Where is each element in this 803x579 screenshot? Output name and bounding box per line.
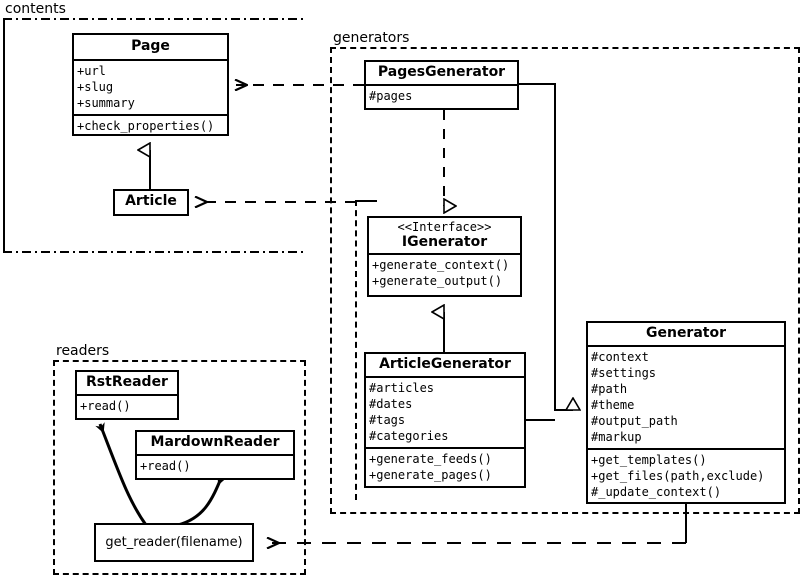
attribute-row: #settings (591, 365, 657, 380)
class-igenerator-methods: +generate_context() +generate_output() (369, 253, 520, 292)
class-articlegenerator-title: ArticleGenerator (379, 356, 511, 372)
class-igenerator-stereotype: <<Interface>> (397, 220, 492, 234)
method-row: +read() (80, 398, 131, 413)
class-article-title: Article (125, 193, 177, 209)
class-rstreader-title: RstReader (86, 374, 168, 390)
class-pagesgenerator-title: PagesGenerator (377, 64, 506, 80)
attribute-row: #articles (369, 380, 435, 395)
class-igenerator[interactable]: <<Interface>> IGenerator +generate_conte… (367, 216, 522, 297)
method-row: #_update_context() (591, 484, 722, 499)
attribute-row: #dates (369, 396, 413, 411)
method-row: +get_templates() (591, 452, 707, 467)
function-get-reader[interactable]: get_reader(filename) (94, 523, 254, 562)
attribute-row: +slug (77, 79, 114, 94)
attribute-row: #pages (369, 88, 413, 103)
class-mardownreader[interactable]: MardownReader +read() (135, 430, 295, 480)
method-row: +generate_feeds() (369, 451, 492, 466)
generators-inner-region (355, 200, 655, 500)
method-row: +read() (140, 458, 191, 473)
class-article[interactable]: Article (113, 189, 189, 216)
class-pagesgenerator-attributes: #pages (366, 83, 517, 107)
class-articlegenerator[interactable]: ArticleGenerator #articles #dates #tags … (364, 352, 526, 488)
class-igenerator-title: <<Interface>> IGenerator (369, 218, 520, 253)
method-row: +get_files(path,exclude) (591, 468, 765, 483)
method-row: +generate_output() (372, 274, 503, 289)
attribute-row: +url (77, 63, 106, 78)
attribute-row: #output_path (591, 413, 678, 428)
class-page[interactable]: Page +url +slug +summary +check_properti… (72, 33, 229, 136)
class-page-title: Page (131, 38, 170, 54)
method-row: +generate_context() (372, 258, 510, 273)
attribute-row: #tags (369, 412, 406, 427)
class-page-attributes: +url +slug +summary (74, 58, 227, 114)
attribute-row: #context (591, 349, 649, 364)
class-page-methods: +check_properties() (74, 113, 227, 137)
package-generators (330, 47, 800, 514)
attribute-row: #markup (591, 429, 642, 444)
class-igenerator-name: IGenerator (401, 233, 488, 250)
attribute-row: #theme (591, 397, 635, 412)
class-mardownreader-methods: +read() (137, 453, 293, 477)
class-generator-title: Generator (645, 325, 726, 341)
class-generator-methods: +get_templates() +get_files(path,exclude… (588, 447, 784, 503)
class-rstreader-methods: +read() (77, 393, 177, 417)
attribute-row: #categories (369, 428, 449, 443)
package-label-contents: contents (3, 1, 68, 17)
class-rstreader[interactable]: RstReader +read() (75, 370, 179, 420)
method-row: +generate_pages() (369, 467, 492, 482)
class-mardownreader-title: MardownReader (150, 434, 280, 450)
function-get-reader-label: get_reader(filename) (105, 535, 243, 550)
method-row: +check_properties() (77, 118, 215, 133)
attribute-row: +summary (77, 95, 135, 110)
class-pagesgenerator[interactable]: PagesGenerator #pages (364, 60, 519, 110)
package-label-readers: readers (54, 343, 112, 359)
class-generator[interactable]: Generator #context #settings #path #them… (586, 321, 786, 504)
package-readers (53, 360, 306, 575)
package-label-generators: generators (331, 30, 412, 46)
generators-inner-region-top (355, 200, 377, 202)
class-articlegenerator-methods: +generate_feeds() +generate_pages() (366, 446, 524, 486)
attribute-row: #path (591, 381, 628, 396)
class-generator-attributes: #context #settings #path #theme #output_… (588, 344, 784, 448)
class-articlegenerator-attributes: #articles #dates #tags #categories (366, 375, 524, 447)
